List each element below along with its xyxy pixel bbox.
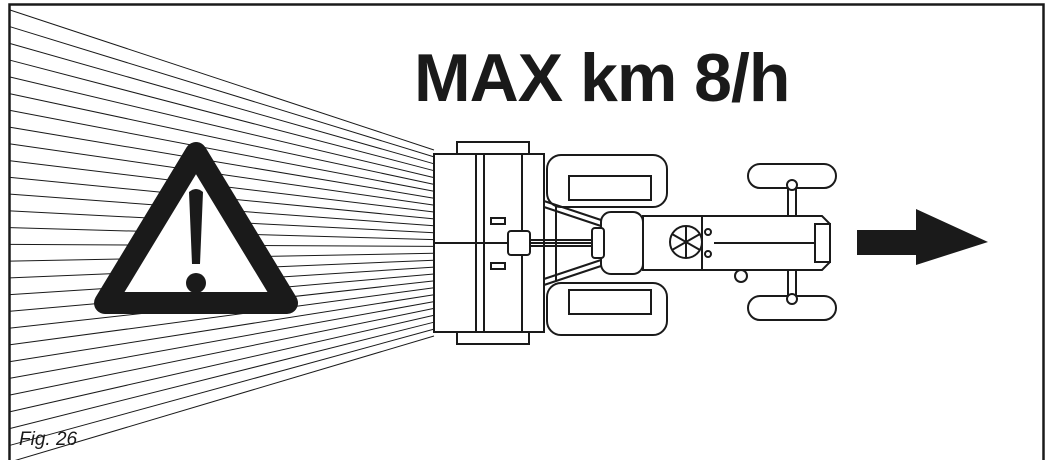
figure-frame [8, 3, 1045, 460]
motion-line [9, 314, 435, 413]
motion-line [9, 93, 435, 185]
motion-line [9, 26, 435, 158]
motion-line [9, 109, 435, 192]
figure-caption: Fig. 26 [19, 429, 78, 450]
motion-line [9, 126, 435, 199]
motion-line [9, 143, 435, 206]
motion-line [9, 76, 435, 179]
warning-triangle-icon [94, 142, 298, 314]
motion-line [9, 321, 435, 429]
implement [433, 141, 600, 345]
motion-line [9, 301, 435, 379]
motion-line [9, 59, 435, 172]
motion-line [9, 294, 435, 363]
arrow-right-icon [857, 209, 988, 265]
speed-limit-heading: MAX km 8/h [414, 40, 790, 116]
motion-line [9, 9, 435, 151]
motion-line [14, 335, 435, 460]
motion-line [9, 328, 435, 446]
motion-line [9, 307, 435, 396]
tractor [543, 154, 837, 336]
motion-line [9, 287, 435, 346]
motion-line [9, 43, 435, 165]
